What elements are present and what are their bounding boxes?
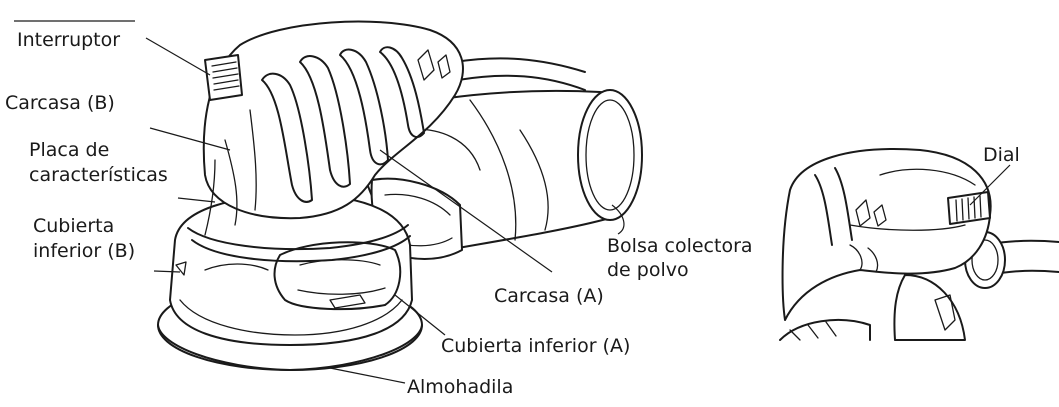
- label-dial: Dial: [983, 144, 1020, 166]
- label-carcasa-b: Carcasa (B): [5, 92, 115, 114]
- leader-lines: [14, 20, 1011, 384]
- label-cubierta-b-line1: Cubierta: [33, 215, 114, 237]
- label-placa-line2: características: [29, 164, 168, 186]
- dial-inset-illustration: [779, 148, 1059, 341]
- label-bolsa-line1: Bolsa colectora: [607, 235, 753, 257]
- label-cubierta-a: Cubierta inferior (A): [441, 335, 630, 357]
- sander-illustration: [157, 20, 643, 371]
- label-cubierta-b-line2: inferior (B): [33, 240, 135, 262]
- label-almohadilla: Almohadila: [407, 376, 513, 398]
- label-bolsa-line2: de polvo: [607, 259, 689, 281]
- switch-drawing: [204, 54, 243, 101]
- label-carcasa-a: Carcasa (A): [494, 285, 604, 307]
- callout-labels: Interruptor Carcasa (B) Placa de caracte…: [5, 29, 1020, 398]
- label-interruptor: Interruptor: [17, 29, 120, 51]
- label-placa-line1: Placa de: [29, 139, 109, 161]
- grip-ribs: [261, 46, 451, 203]
